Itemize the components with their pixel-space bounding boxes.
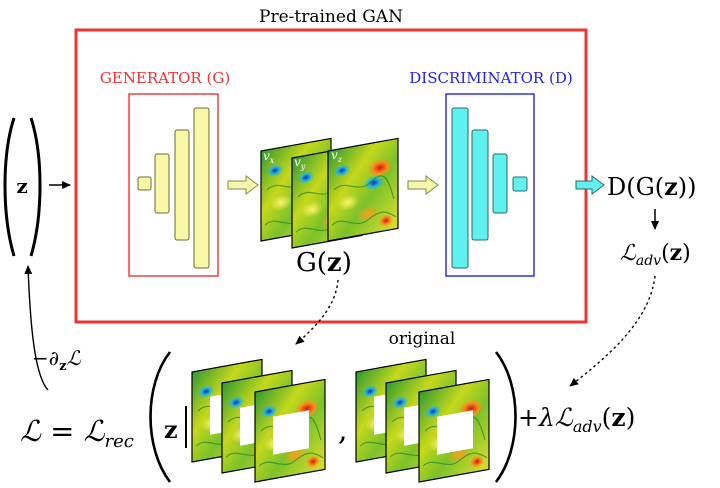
input-z-symbol: z (16, 174, 27, 198)
gradient-feedback-arrow (24, 265, 49, 391)
loss-right-paren (494, 351, 517, 483)
adv-loss-label: ℒadv(z) (620, 240, 691, 269)
gan-box (74, 28, 588, 324)
generator-box (128, 93, 219, 277)
loss-comma: , (338, 413, 348, 448)
gen-to-fields-arrow (227, 175, 259, 195)
vector-left-paren (3, 117, 16, 257)
loss-z-var: z (164, 415, 178, 444)
loss-adv-term: +λℒadv(z) (518, 403, 635, 436)
generator-layer-1 (137, 176, 152, 191)
masked-original-field-3 (419, 379, 489, 482)
original-label: original (389, 329, 456, 349)
gz-to-loss-dotted-arrow (295, 279, 339, 345)
loss-left-paren (149, 351, 172, 483)
generator-layer-2 (154, 153, 170, 214)
generated-field-vz (327, 137, 399, 242)
loss-lhs: ℒ = ℒrec (20, 414, 134, 452)
adv-to-loss-dotted-arrow (569, 275, 656, 387)
field-label-vz: vz (331, 148, 343, 164)
gz-label: G(z) (296, 248, 352, 278)
discriminator-label: DISCRIMINATOR (D) (409, 69, 572, 87)
discriminator-layer-1 (451, 107, 469, 269)
discriminator-layer-4 (512, 176, 528, 192)
discriminator-layer-3 (492, 153, 508, 214)
generator-layer-3 (174, 129, 190, 241)
masked-generated-field-3 (255, 379, 325, 482)
discriminator-layer-2 (471, 129, 489, 241)
field-label-vx: vx (263, 149, 275, 165)
disc-to-output-arrow (575, 175, 605, 195)
fields-to-disc-arrow (407, 175, 439, 195)
discriminator-box (445, 93, 535, 277)
generator-label: GENERATOR (G) (100, 69, 230, 87)
gradient-label: −∂zℒ (32, 346, 82, 374)
dgz-label: D(G(z)) (607, 172, 697, 201)
field-label-vy: vy (294, 155, 306, 171)
vector-right-paren (29, 117, 42, 257)
generator-layer-4 (193, 107, 210, 269)
gan-box-title: Pre-trained GAN (259, 7, 403, 27)
